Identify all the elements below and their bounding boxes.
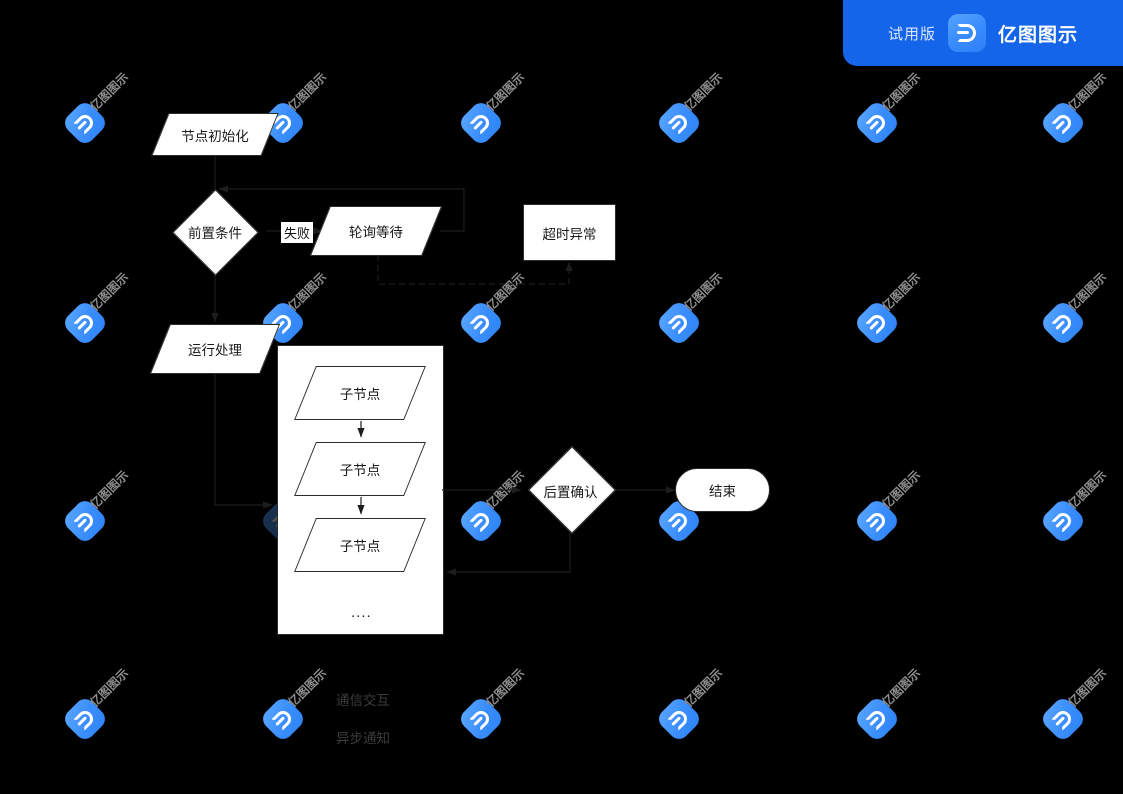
watermark-text: 亿图图示 [87, 665, 132, 710]
watermark-text: 亿图图示 [681, 269, 726, 314]
watermark-text: 亿图图示 [1065, 665, 1110, 710]
watermark: 亿图图示 [258, 666, 329, 744]
node-poll-wait[interactable]: 轮询等待 [309, 206, 443, 256]
note-line-1: 通信交互 [336, 693, 390, 708]
watermark-text: 亿图图示 [1065, 269, 1110, 314]
trial-badge[interactable]: 试用版 亿图图示 [843, 0, 1123, 66]
watermark-text: 亿图图示 [681, 665, 726, 710]
edge-label-fail: 失败 [281, 222, 314, 243]
watermark: 亿图图示 [60, 666, 131, 744]
watermark: 亿图图示 [60, 468, 131, 546]
watermark: 亿图图示 [60, 70, 131, 148]
node-end[interactable]: 结束 [675, 468, 770, 512]
watermark-text: 亿图图示 [483, 69, 528, 114]
watermark-text: 亿图图示 [87, 69, 132, 114]
watermark: 亿图图示 [852, 70, 923, 148]
watermark-text: 亿图图示 [1065, 69, 1110, 114]
note-line-2: 异步通知 [336, 731, 390, 746]
watermark-text: 亿图图示 [285, 665, 330, 710]
edraw-logo-icon [852, 694, 902, 744]
edraw-logo-icon [852, 496, 902, 546]
node-init[interactable]: 节点初始化 [151, 113, 279, 156]
watermark: 亿图图示 [654, 270, 725, 348]
watermark-text: 亿图图示 [285, 269, 330, 314]
watermark-text: 亿图图示 [87, 269, 132, 314]
node-precondition[interactable]: 前置条件 [165, 189, 265, 276]
watermark: 亿图图示 [1038, 70, 1109, 148]
watermark: 亿图图示 [1038, 468, 1109, 546]
edraw-logo-icon [948, 14, 986, 52]
node-post-confirm-label: 后置确认 [543, 484, 598, 500]
watermark: 亿图图示 [654, 666, 725, 744]
node-child-3-label: 子节点 [339, 539, 381, 554]
trial-label: 试用版 [887, 25, 936, 43]
watermark: 亿图图示 [456, 468, 527, 546]
watermark: 亿图图示 [258, 270, 329, 348]
watermark: 亿图图示 [654, 70, 725, 148]
node-child-3[interactable]: 子节点 [294, 518, 426, 572]
edraw-logo-icon [456, 98, 506, 148]
watermark-text: 亿图图示 [483, 665, 528, 710]
watermark-text: 亿图图示 [879, 467, 924, 512]
edraw-logo-icon [654, 694, 704, 744]
node-run-process[interactable]: 运行处理 [149, 324, 281, 374]
note-comm-async: 通信交互 异步通知 [336, 672, 390, 767]
edraw-logo-icon [1038, 298, 1088, 348]
node-poll-wait-label: 轮询等待 [349, 225, 403, 240]
watermark: 亿图图示 [456, 666, 527, 744]
edraw-logo-icon [654, 98, 704, 148]
watermark-text: 亿图图示 [483, 269, 528, 314]
watermark: 亿图图示 [852, 270, 923, 348]
edraw-logo-icon [1038, 496, 1088, 546]
watermark: 亿图图示 [456, 70, 527, 148]
edraw-logo-icon [60, 694, 110, 744]
edraw-logo-icon [852, 298, 902, 348]
watermark-text: 亿图图示 [1065, 467, 1110, 512]
edraw-logo-icon [60, 98, 110, 148]
node-precondition-label: 前置条件 [188, 225, 242, 241]
edraw-logo-icon [852, 98, 902, 148]
watermark-text: 亿图图示 [483, 467, 528, 512]
watermark: 亿图图示 [456, 270, 527, 348]
watermark-text: 亿图图示 [681, 69, 726, 114]
watermark-text: 亿图图示 [879, 665, 924, 710]
edraw-logo-icon [456, 298, 506, 348]
edraw-logo-icon [60, 496, 110, 546]
edraw-logo-icon [1038, 98, 1088, 148]
node-child-1[interactable]: 子节点 [294, 366, 426, 420]
node-child-1-label: 子节点 [339, 387, 381, 402]
edraw-logo-icon [258, 694, 308, 744]
watermark-text: 亿图图示 [285, 69, 330, 114]
watermark: 亿图图示 [1038, 270, 1109, 348]
edraw-logo-icon [456, 694, 506, 744]
watermark: 亿图图示 [1038, 666, 1109, 744]
watermark-text: 亿图图示 [879, 69, 924, 114]
watermark: 亿图图示 [60, 270, 131, 348]
watermark-text: 亿图图示 [879, 269, 924, 314]
edraw-logo-icon [456, 496, 506, 546]
node-timeout-exception-label: 超时异常 [542, 226, 597, 242]
node-end-label: 结束 [709, 484, 736, 499]
watermark: 亿图图示 [852, 666, 923, 744]
edraw-logo-icon [60, 298, 110, 348]
child-nodes-ellipsis: .... [351, 604, 372, 621]
brand-name: 亿图图示 [998, 24, 1079, 46]
node-timeout-exception[interactable]: 超时异常 [523, 204, 616, 261]
node-run-process-label: 运行处理 [188, 343, 242, 358]
watermark-text: 亿图图示 [87, 467, 132, 512]
node-post-confirm[interactable]: 后置确认 [525, 446, 616, 534]
watermark: 亿图图示 [852, 468, 923, 546]
edraw-logo-icon [1038, 694, 1088, 744]
node-child-2-label: 子节点 [339, 463, 381, 478]
node-child-2[interactable]: 子节点 [294, 442, 426, 496]
node-init-label: 节点初始化 [181, 128, 249, 144]
rectangle-shape [523, 204, 616, 261]
edraw-logo-icon [654, 298, 704, 348]
